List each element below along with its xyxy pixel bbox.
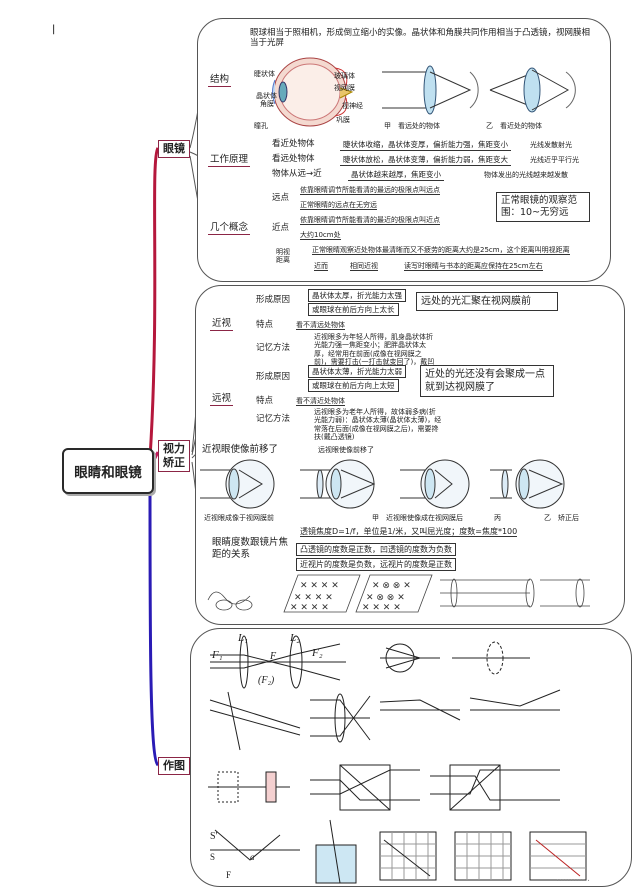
myopia-cause-2: 或眼球在前后方向上太长 — [308, 303, 399, 316]
correction-caption-2: 远视眼使像前移了 — [318, 446, 374, 454]
hyperopia-node[interactable]: 远视 — [210, 393, 233, 406]
normal-range-note: 正常眼镜的观察范围：10~无穷远 — [496, 192, 590, 222]
far-point-row-1: 依靠眼睛调节所能看清的最远的极限点叫远点 — [300, 186, 440, 195]
branch-drawing — [150, 480, 158, 765]
work-row-move-mid: 晶状体越来越厚，焦距变小 — [348, 169, 444, 181]
myopia-node[interactable]: 近视 — [210, 318, 233, 331]
clear-vision-row-1: 正常眼睛观察近处物体最清晰而又不疲劳的距离大约是25cm，这个距离叫明视距离 — [312, 246, 570, 255]
label-S: S — [210, 852, 215, 862]
concepts-node[interactable]: 几个概念 — [208, 222, 250, 235]
eye-label-retina: 视网膜 — [334, 84, 355, 92]
eye-label-lens: 晶状体 — [256, 92, 277, 100]
label-F2-paren: (F₂) — [258, 676, 274, 686]
drawing-cloud — [190, 628, 632, 887]
eye-intro: 眼球相当于照相机，形成倒立缩小的实像。晶状体和角膜共同作用相当于凸透镜，视网膜相… — [250, 28, 595, 48]
category-eye[interactable]: 眼镜 — [158, 140, 190, 158]
eye-label-ciliary: 睫状体 — [254, 70, 275, 78]
far-point-label: 远点 — [272, 193, 289, 203]
correction-diagram-caption-2: 甲 近视眼使像成在视网膜后 — [372, 514, 463, 522]
caption-near: 乙 看近处的物体 — [486, 122, 542, 130]
work-row-far-key: 看远处物体 — [272, 154, 315, 164]
myopia-cause-1: 晶状体太厚，折光能力太强 — [308, 289, 406, 302]
clear-vision-row-4: 读写时眼睛与书本的距离应保持在25cm左右 — [404, 262, 543, 271]
work-row-near-key: 看近处物体 — [272, 139, 315, 149]
category-vision-correction[interactable]: 视力 矫正 — [158, 440, 190, 472]
corner-mark: | — [52, 25, 55, 35]
caption-far: 甲 看远处的物体 — [384, 122, 440, 130]
myopia-trait-label: 特点 — [256, 320, 273, 330]
hyperopia-memory: 远视眼多为老年人所得，故体弱多病(折光能力弱)：晶状体太薄(晶状体太薄)，经常落… — [314, 408, 442, 442]
clear-vision-row-3: 相同近视 — [350, 262, 378, 271]
central-topic[interactable]: 眼睛和眼镜 — [62, 448, 154, 494]
structure-node[interactable]: 结构 — [208, 74, 231, 87]
eye-label-nerve: 视神经 — [342, 102, 363, 110]
hyperopia-memory-label: 记忆方法 — [256, 414, 290, 424]
branch-eye — [150, 148, 158, 458]
work-principle-node[interactable]: 工作原理 — [208, 154, 250, 167]
rule-1: 凸透镜的度数是正数，凹透镜的度数为负数 — [296, 543, 456, 556]
hyperopia-note: 近处的光还没有会聚成一点就到达视网膜了 — [420, 365, 554, 397]
label-F: F — [270, 652, 276, 662]
work-row-move-right: 物体发出的光线越来越发散 — [484, 171, 568, 179]
label-S-prime: S' — [210, 832, 217, 842]
near-point-row-2: 大约10cm处 — [300, 231, 341, 240]
hyperopia-cause-2: 或眼球在前后方向上太短 — [308, 379, 399, 392]
formula-label: 眼睛度数跟镜片焦距的关系 — [212, 537, 296, 561]
label-F-bottom: F — [226, 870, 231, 880]
myopia-trait: 看不清远处物体 — [296, 321, 345, 330]
work-row-near-right: 光线发散射光 — [530, 141, 572, 149]
clear-vision-row-2: 近而 — [314, 262, 328, 271]
clear-vision-label: 明视 距离 — [276, 248, 290, 264]
hyperopia-trait: 看不清近处物体 — [296, 397, 345, 406]
work-row-move-key: 物体从远→近 — [272, 169, 322, 179]
formula-text: 透镜焦度D=1/f，单位是1/米，又叫屈光度；度数=焦度*100 — [300, 528, 517, 537]
eye-label-cornea: 角膜 — [260, 100, 274, 108]
myopia-note: 远处的光汇聚在视网膜前 — [416, 292, 558, 311]
myopia-memory-label: 记忆方法 — [256, 343, 290, 353]
label-F1: F₁ — [212, 650, 223, 660]
work-row-near-mid: 睫状体收缩，晶状体变厚，偏折能力强，焦距变小 — [340, 139, 511, 151]
label-F2: F₂ — [312, 648, 323, 658]
near-point-row-1: 依靠眼睛调节所能看清的最近的极限点叫近点 — [300, 216, 440, 225]
work-row-far-mid: 睫状体放松，晶状体变薄，偏折能力弱，焦距变大 — [340, 154, 511, 166]
label-L2: L₂ — [290, 633, 300, 643]
far-point-row-2: 正常眼睛的远点在无穷远 — [300, 201, 377, 210]
myopia-cause-label: 形成原因 — [256, 295, 290, 305]
hyperopia-trait-label: 特点 — [256, 396, 273, 406]
rule-2: 近视片的度数是负数，远视片的度数是正数 — [296, 558, 456, 571]
eye-label-sclera: 巩膜 — [336, 116, 350, 124]
correction-caption: 近视眼使像前移了 — [202, 445, 278, 455]
hyperopia-cause-1: 晶状体太薄，折光能力太弱 — [308, 365, 406, 378]
correction-diagram-caption-3: 丙 — [494, 514, 501, 522]
eye-label-vitreous: 玻璃体 — [334, 72, 355, 80]
near-point-label: 近点 — [272, 223, 289, 233]
correction-diagram-caption-4: 乙 矫正后 — [544, 514, 579, 522]
label-L1: L₁ — [238, 633, 248, 643]
category-drawing[interactable]: 作图 — [158, 757, 190, 775]
work-row-far-right: 光线近乎平行光 — [530, 156, 579, 164]
eye-label-pupil: 瞳孔 — [254, 122, 268, 130]
label-a: a — [250, 852, 255, 862]
footer-watermark: ………… — [556, 874, 590, 884]
correction-diagram-caption-1: 近视眼成像于视网膜前 — [204, 514, 274, 522]
hyperopia-cause-label: 形成原因 — [256, 372, 290, 382]
